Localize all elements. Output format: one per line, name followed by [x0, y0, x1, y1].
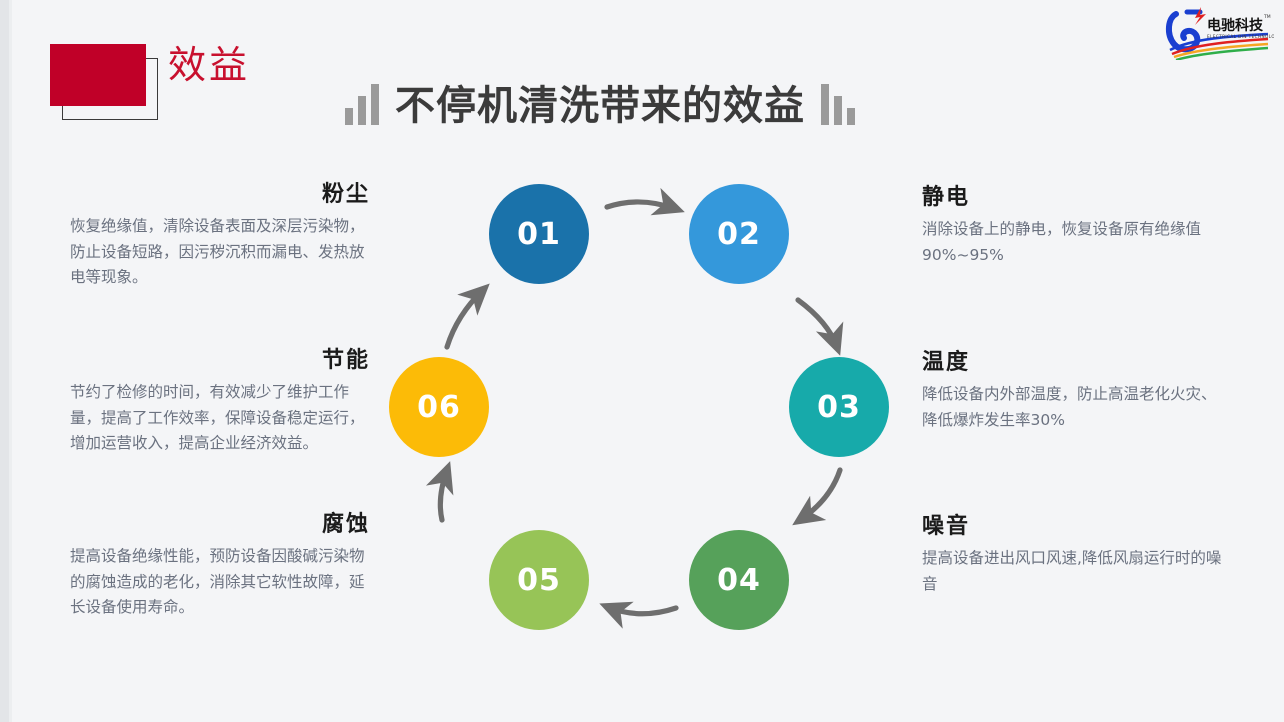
benefit-title-static: 静电 [922, 185, 971, 210]
page-title: 不停机清洗带来的效益 [345, 72, 855, 128]
svg-text:ELECTRICAL DIN TECHNOLOGY: ELECTRICAL DIN TECHNOLOGY [1207, 34, 1274, 39]
section-badge-label: 效益 [168, 43, 251, 87]
cycle-step-05[interactable]: 05 [489, 530, 589, 630]
benefit-text-corrosion: 提高设备绝缘性能，预防设备因酸碱污染物的腐蚀造成的老化，消除其它软性故障，延长设… [70, 547, 365, 616]
benefit-block-corrosion: 腐蚀 提高设备绝缘性能，预防设备因酸碱污染物的腐蚀造成的老化，消除其它软性故障，… [70, 512, 370, 620]
cycle-step-02[interactable]: 02 [689, 184, 789, 284]
svg-text:电驰科技: 电驰科技 [1207, 17, 1264, 34]
cycle-step-02-number: 02 [717, 216, 761, 252]
benefit-block-temperature: 温度 降低设备内外部温度，防止高温老化火灾、降低爆炸发生率30% [922, 350, 1222, 433]
cycle-step-06[interactable]: 06 [389, 357, 489, 457]
benefit-block-energy: 节能 节约了检修的时间，有效减少了维护工作量，提高了工作效率，保障设备稳定运行，… [70, 348, 370, 456]
benefit-title-corrosion: 腐蚀 [321, 512, 370, 537]
cycle-step-01[interactable]: 01 [489, 184, 589, 284]
page-title-text: 不停机清洗带来的效益 [395, 83, 805, 129]
benefit-text-noise: 提高设备进出风口风速,降低风扇运行时的噪音 [922, 549, 1222, 593]
cycle-step-03[interactable]: 03 [789, 357, 889, 457]
cycle-step-03-number: 03 [817, 389, 861, 425]
benefit-title-dust: 粉尘 [321, 182, 370, 207]
cycle-step-01-number: 01 [517, 216, 561, 252]
section-badge [50, 44, 162, 122]
left-edge-strip-inner [9, 0, 12, 722]
left-edge-strip [0, 0, 9, 722]
benefit-title-temperature: 温度 [922, 350, 971, 375]
badge-filled-square [50, 44, 146, 106]
benefit-text-dust: 恢复绝缘值，清除设备表面及深层污染物，防止设备短路，因污秽沉积而漏电、发热放电等… [70, 217, 365, 286]
benefit-text-static: 消除设备上的静电，恢复设备原有绝缘值90%~95% [922, 220, 1202, 264]
benefit-title-energy: 节能 [321, 348, 370, 373]
cycle-step-06-number: 06 [417, 389, 461, 425]
benefit-title-noise: 噪音 [922, 514, 971, 539]
benefit-text-energy: 节约了检修的时间，有效减少了维护工作量，提高了工作效率，保障设备稳定运行，增加运… [70, 383, 365, 452]
cycle-step-04[interactable]: 04 [689, 530, 789, 630]
svg-text:TM: TM [1263, 14, 1271, 20]
benefit-block-dust: 粉尘 恢复绝缘值，清除设备表面及深层污染物，防止设备短路，因污秽沉积而漏电、发热… [70, 182, 370, 290]
company-logo: 电驰科技 ELECTRICAL DIN TECHNOLOGY TM [1164, 4, 1281, 62]
cycle-step-04-number: 04 [717, 562, 761, 598]
benefit-text-temperature: 降低设备内外部温度，防止高温老化火灾、降低爆炸发生率30% [922, 385, 1217, 429]
benefit-block-noise: 噪音 提高设备进出风口风速,降低风扇运行时的噪音 [922, 514, 1222, 597]
cycle-step-05-number: 05 [517, 562, 561, 598]
benefit-block-static: 静电 消除设备上的静电，恢复设备原有绝缘值90%~95% [922, 185, 1222, 268]
bar-chart-icon-right [821, 81, 855, 125]
bar-chart-icon-left [345, 81, 379, 125]
